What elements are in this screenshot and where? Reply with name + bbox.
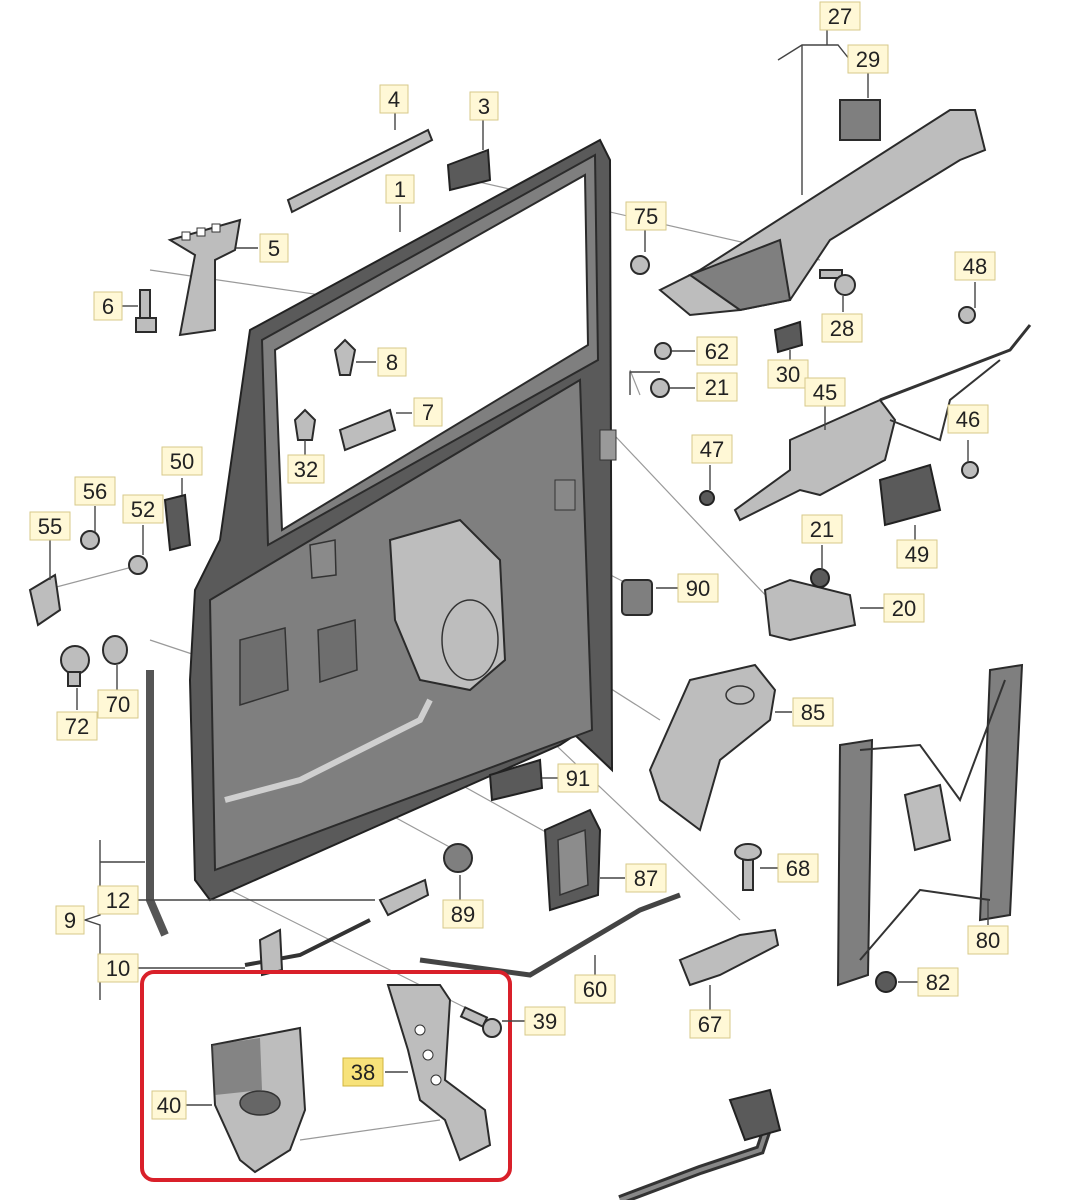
label-3: 3 [478,94,490,119]
part-72-bolt [60,645,90,687]
label-52: 52 [131,497,155,522]
label-80: 80 [976,928,1000,953]
label-82: 82 [926,970,950,995]
part-70-bush [102,635,128,665]
part-75-nut [630,255,650,275]
part-46-screw [961,461,979,479]
part-87-handle-housing [543,808,602,912]
part-30-pad [773,320,804,354]
label-20: 20 [892,596,916,621]
label-87: 87 [634,866,658,891]
part-39-bolt [459,1006,502,1038]
label-38: 38 [351,1060,375,1085]
part-56-screw [80,530,100,550]
label-40: 40 [157,1093,181,1118]
label-39: 39 [533,1009,557,1034]
label-60: 60 [583,977,607,1002]
label-21-lower: 21 [810,517,834,542]
part-40-cover [210,1026,307,1174]
label-85: 85 [801,700,825,725]
label-90: 90 [686,576,710,601]
label-10: 10 [106,956,130,981]
label-48: 48 [963,254,987,279]
part-90-pad [621,579,653,616]
leader-lines [49,30,989,1106]
label-47: 47 [700,437,724,462]
label-46: 46 [956,407,980,432]
label-5: 5 [268,236,280,261]
part-82-nut [875,971,897,993]
part-8-clip [333,338,357,376]
part-3-pad [446,148,492,192]
part-91-pad [488,758,544,802]
label-12: 12 [106,888,130,913]
label-30: 30 [776,362,800,387]
label-55: 55 [38,514,62,539]
label-4: 4 [388,87,400,112]
part-29-connector [839,99,881,141]
part-80-regulator [836,663,1024,987]
part-21-screw-lower [810,568,830,588]
label-89: 89 [451,902,475,927]
part-45-lock [733,324,1032,522]
label-6: 6 [102,294,114,319]
part-12-pin [378,878,430,917]
label-9: 9 [64,908,76,933]
part-7-handle [338,408,397,452]
label-56: 56 [83,479,107,504]
part-28-bolt [819,269,856,296]
part-89-plug [443,843,473,873]
part-55-plate [28,573,62,627]
part-5-bracket [167,218,242,337]
part-49-module [878,463,942,527]
part-47-nut [699,490,715,506]
label-32: 32 [294,457,318,482]
label-49: 49 [905,542,929,567]
part-4-strip [286,128,434,214]
label-27: 27 [828,4,852,29]
part-20-hinge [763,578,857,642]
callout-labels: 4 3 1 5 6 8 7 32 27 29 75 28 30 62 21 45… [29,1,1009,1120]
label-72: 72 [65,714,89,739]
part-67-bracket [678,928,780,987]
part-9-seal [146,670,169,937]
part-68-bolt [734,843,762,891]
label-70: 70 [106,692,130,717]
label-45: 45 [813,380,837,405]
label-91: 91 [566,766,590,791]
part-38-bracket [386,984,492,1162]
label-67: 67 [698,1012,722,1037]
part-21-screw-upper [650,378,670,398]
part-6-bolt [135,289,157,333]
label-28: 28 [830,316,854,341]
part-62-screw [654,342,672,360]
part-52-screw [128,555,148,575]
part-60-strip [419,892,681,978]
label-68: 68 [786,856,810,881]
part-32-clip [293,408,317,441]
label-29: 29 [856,47,880,72]
door-shell [188,138,617,902]
label-62: 62 [705,339,729,364]
label-8: 8 [386,350,398,375]
label-7: 7 [422,400,434,425]
part-85-cover [648,663,777,832]
label-21-upper: 21 [705,375,729,400]
part-50-striker [163,493,192,552]
label-1: 1 [394,177,406,202]
cable-harness [618,1088,782,1200]
label-75: 75 [634,204,658,229]
part-48-screw [958,306,976,324]
highlight-frame [140,970,512,1182]
label-50: 50 [170,449,194,474]
part-27-carrier [658,109,987,317]
